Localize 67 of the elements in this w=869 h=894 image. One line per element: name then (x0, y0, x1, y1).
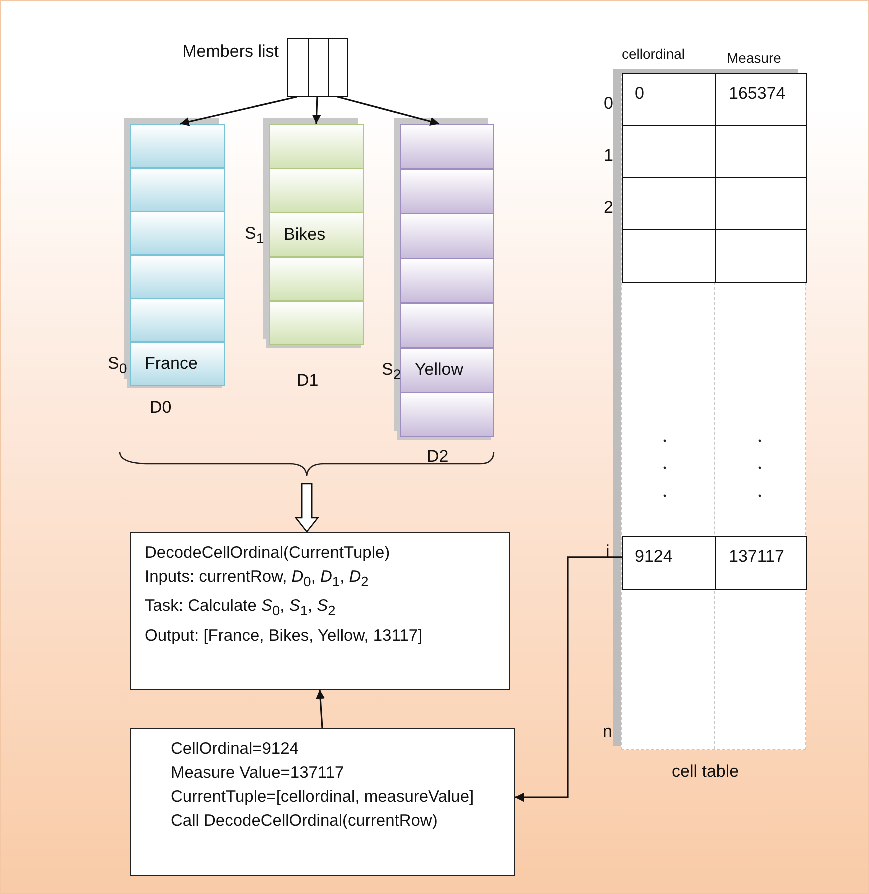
selector-label: S$_{2}$ (382, 360, 402, 383)
row-index: 1 (604, 146, 614, 166)
column-header: cellordinal (622, 46, 686, 62)
row-index: 2 (604, 198, 614, 218)
row-index: i (606, 542, 610, 562)
member-cell (269, 256, 364, 302)
table-cell (622, 536, 715, 590)
selector-label: S$_{0}$ (108, 354, 128, 377)
arrow (337, 96, 440, 126)
member-cell (130, 168, 225, 212)
arrow (180, 96, 298, 126)
member-cell (269, 168, 364, 213)
arrow (316, 690, 326, 728)
member-cell (130, 298, 225, 342)
list-label: Members list (182, 42, 279, 62)
member-cell (130, 342, 225, 386)
member-cell (400, 168, 494, 214)
cell-value: 9124 (635, 547, 673, 567)
member-cell (130, 124, 225, 168)
table-cell (715, 229, 807, 282)
member-cell (269, 124, 364, 169)
member-cell (400, 392, 494, 438)
selector-label: S$_{1}$ (245, 224, 264, 248)
member-cell (269, 212, 364, 258)
hollow-arrow (294, 483, 320, 534)
table-cell (622, 229, 715, 282)
column-label: D0 (150, 398, 172, 418)
row-index: n (603, 722, 612, 742)
process-text: DecodeCellOrdinal(CurrentTuple) (145, 543, 392, 564)
member-cell (400, 302, 494, 348)
column-header: Measure (727, 50, 782, 66)
member-cell (400, 213, 494, 259)
member-cell (269, 300, 364, 346)
cell-value: 0 (635, 84, 644, 104)
process-text: Task: Calculate S$_{0}$, S$_{1}$, S$_{2}$ (145, 596, 337, 621)
arrow (312, 96, 322, 124)
column-label: D2 (427, 447, 449, 467)
member-name: Yellow (415, 360, 464, 380)
table-cell (622, 177, 715, 229)
members-list-box (287, 38, 348, 97)
process-text: CellOrdinal=9124 (171, 739, 300, 760)
process-text: CurrentTuple=[cellordinal, measureValue] (171, 787, 476, 808)
table-cell (715, 177, 807, 229)
member-cell (130, 211, 225, 255)
member-cell (400, 348, 494, 393)
cell-value: 137117 (729, 547, 784, 567)
arrow (515, 556, 622, 802)
table-caption: cell table (672, 762, 740, 782)
table-cell (622, 73, 715, 125)
member-cell (400, 258, 494, 304)
process-text: Output: [France, Bikes, Yellow, 13117] (145, 626, 424, 647)
column-label: D1 (297, 371, 319, 391)
cell-value: 165374 (729, 84, 786, 104)
table-cell (622, 125, 715, 177)
member-name: France (145, 354, 198, 374)
process-text: Inputs: currentRow, D$_{0}$, D$_{1}$, D$_{2}$ (145, 567, 370, 592)
process-box (130, 728, 515, 876)
process-text: Call DecodeCellOrdinal(currentRow) (171, 811, 439, 832)
table-cell (715, 73, 807, 125)
table-cell (715, 536, 807, 590)
process-text: Measure Value=137117 (171, 763, 346, 784)
member-cell (130, 254, 225, 298)
table-cell (715, 125, 807, 177)
process-box (130, 532, 510, 690)
member-cell (400, 124, 494, 170)
member-name: Bikes (284, 224, 326, 245)
row-index: 0 (604, 94, 614, 114)
